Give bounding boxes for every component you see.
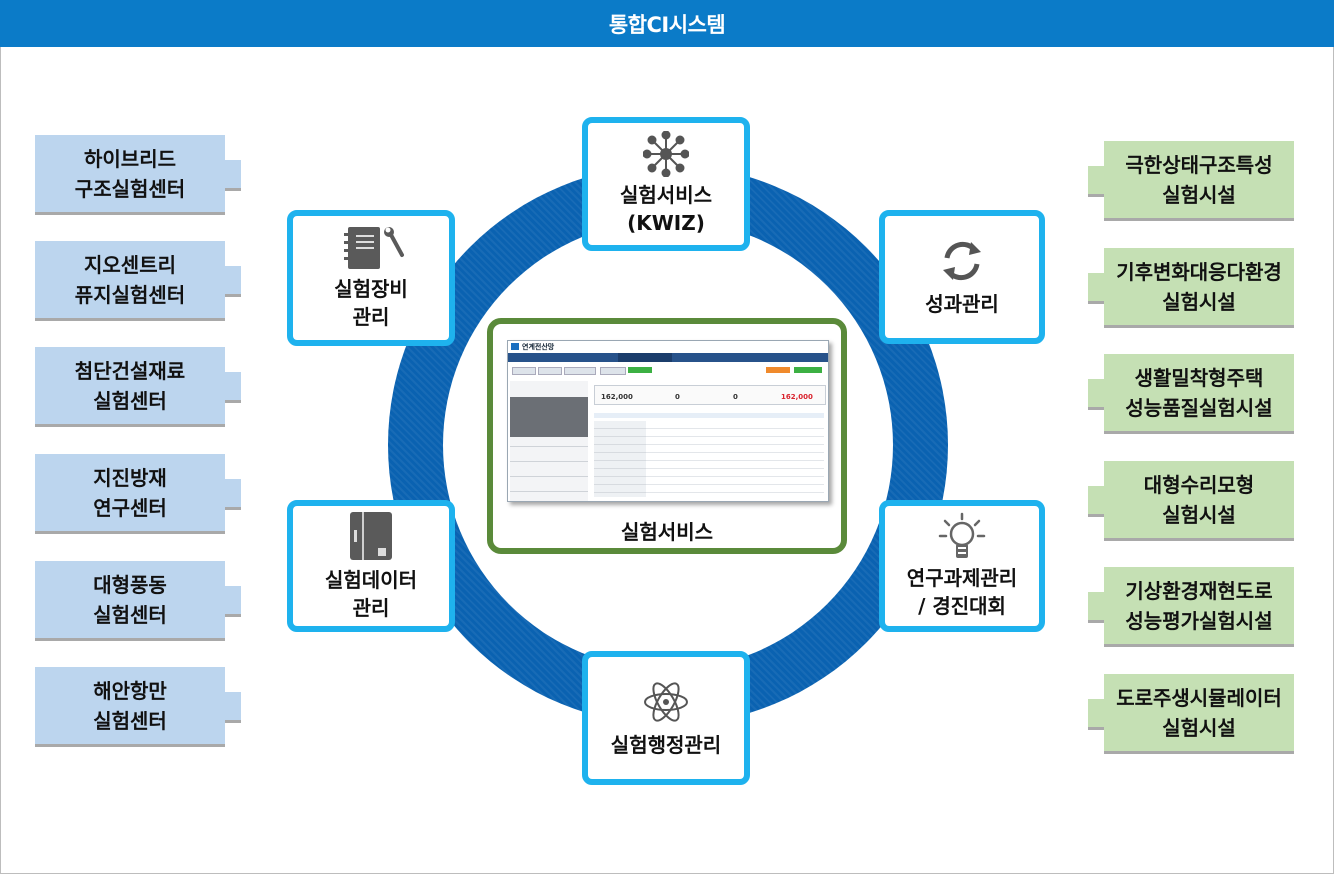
card-line: 하이브리드: [84, 146, 176, 171]
card-line: 실험센터: [93, 602, 167, 627]
card-tab: [225, 586, 241, 617]
screenshot-section-header: [594, 413, 824, 418]
card-line: 실험시설: [1162, 502, 1236, 527]
refresh-icon: [943, 241, 981, 281]
service-screenshot: 연계전산망 162,000 0 0 162,000: [507, 340, 829, 502]
screenshot-stats-bar: 162,000 0 0 162,000: [594, 385, 826, 405]
node-performance-management[interactable]: 성과관리: [879, 210, 1045, 344]
card-line: 대형풍동: [93, 572, 167, 597]
node-label: 실험서비스: [620, 183, 712, 207]
card-tab: [1088, 592, 1104, 623]
card-line: 지진방재: [93, 465, 167, 490]
node-research-project-management[interactable]: 연구과제관리 / 경진대회: [879, 500, 1045, 632]
lightbulb-icon: [938, 512, 986, 558]
node-label: (KWIZ): [627, 211, 705, 235]
stat-value: 0: [675, 393, 680, 401]
node-label: 연구과제관리: [906, 566, 1018, 590]
card-line: 퓨지실험센터: [74, 282, 186, 307]
card-tab: [1088, 166, 1104, 197]
screenshot-sidebar-active: [510, 397, 588, 437]
stat-value: 0: [733, 393, 738, 401]
screenshot-button-orange: [766, 367, 790, 373]
network-icon: [643, 131, 689, 177]
center-experiment-service[interactable]: 연계전산망 162,000 0 0 162,000 실험서비스: [487, 318, 847, 554]
screenshot-tab: [512, 367, 536, 375]
node-experiment-service-kwiz[interactable]: 실험서비스 (KWIZ): [582, 117, 750, 251]
card-tab: [225, 372, 241, 403]
card-line: 기상환경재현도로: [1125, 578, 1273, 603]
card-tab: [1088, 273, 1104, 304]
screenshot-divider: [510, 491, 588, 492]
card-line: 성능평가실험시설: [1125, 608, 1273, 633]
node-label: 실험행정관리: [610, 733, 722, 757]
screenshot-table-labels: [594, 421, 646, 497]
screenshot-app-title: 연계전산망: [522, 343, 555, 351]
card-tab: [225, 479, 241, 510]
screenshot-tab: [538, 367, 562, 375]
stat-value: 162,000: [781, 393, 813, 401]
card-tab: [1088, 379, 1104, 410]
card-tab: [225, 266, 241, 297]
card-line: 실험시설: [1162, 182, 1236, 207]
card-line: 해안항만: [93, 678, 167, 703]
card-line: 실험시설: [1162, 289, 1236, 314]
card-line: 실험시설: [1162, 715, 1236, 740]
atom-icon: [644, 682, 688, 722]
card-line: 구조실험센터: [74, 176, 186, 201]
node-label: 관리: [352, 596, 390, 620]
center-label: 실험서비스: [621, 520, 713, 544]
screenshot-divider: [510, 476, 588, 477]
card-line: 실험센터: [93, 708, 167, 733]
logo-icon: [511, 343, 519, 350]
card-line: 성능품질실험시설: [1125, 395, 1273, 420]
node-label: 실험장비: [334, 277, 408, 301]
card-line: 연구센터: [93, 495, 167, 520]
card-line: 기후변화대응다환경: [1116, 259, 1282, 284]
stat-value: 162,000: [601, 393, 633, 401]
screenshot-divider: [510, 461, 588, 462]
binder-icon: [350, 512, 392, 560]
card-tab: [1088, 486, 1104, 517]
screenshot-tab-green: [628, 367, 652, 373]
card-tab: [1088, 699, 1104, 730]
card-line: 도로주생시뮬레이터: [1116, 685, 1282, 710]
screenshot-button-green: [794, 367, 822, 373]
card-line: 실험센터: [93, 388, 167, 413]
screenshot-menu-active: [618, 353, 672, 362]
card-line: 극한상태구조특성: [1125, 152, 1273, 177]
page-title: 통합CI시스템: [0, 0, 1334, 47]
node-label: 성과관리: [925, 292, 999, 316]
card-tab: [225, 160, 241, 191]
node-label: 관리: [352, 305, 390, 329]
card-line: 첨단건설재료: [74, 358, 186, 383]
card-line: 생활밀착형주택: [1134, 365, 1264, 390]
card-line: 대형수리모형: [1143, 472, 1255, 497]
screenshot-tab: [600, 367, 626, 375]
notebook-wrench-icon: [344, 227, 404, 269]
node-administration-management[interactable]: 실험행정관리: [582, 651, 750, 785]
node-label: / 경진대회: [918, 594, 1006, 618]
card-tab: [225, 692, 241, 723]
screenshot-divider: [510, 446, 588, 447]
node-label: 실험데이터: [325, 568, 417, 592]
card-line: 지오센트리: [84, 252, 176, 277]
screenshot-tab: [564, 367, 596, 375]
